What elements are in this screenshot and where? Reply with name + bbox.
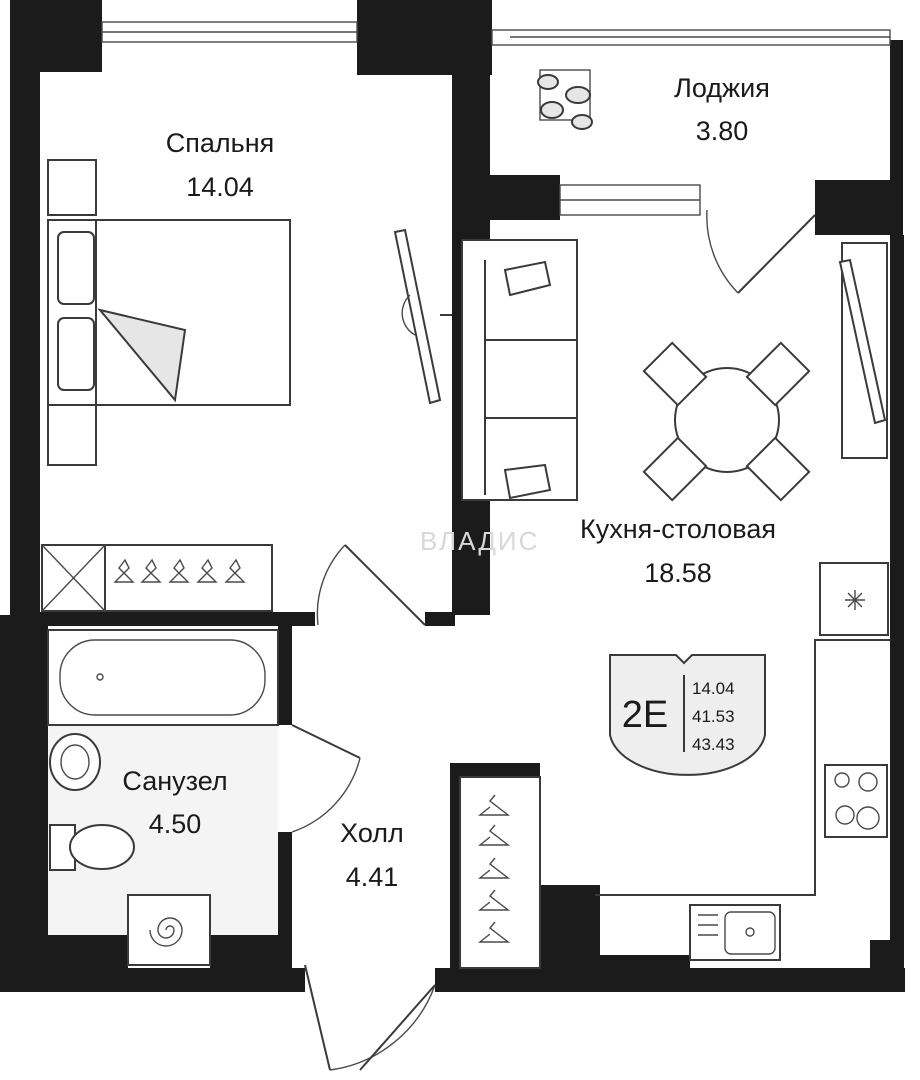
bedroom-tv bbox=[393, 228, 452, 405]
watermark: ВЛАДИС bbox=[420, 526, 539, 556]
apartment-code: 2E bbox=[622, 694, 668, 736]
sofa bbox=[461, 239, 578, 501]
washing-machine-icon bbox=[127, 894, 211, 966]
room-label-bedroom: Спальня 14.04 bbox=[166, 128, 275, 202]
hanger-icon bbox=[113, 558, 246, 583]
stove-icon bbox=[824, 764, 888, 838]
room-name: Санузел bbox=[122, 766, 227, 796]
kitchen-counter bbox=[595, 639, 890, 896]
plant-icon bbox=[537, 69, 593, 130]
toilet-icon bbox=[49, 824, 135, 871]
apartment-badge: 2E 14.04 41.53 43.43 bbox=[609, 654, 766, 776]
kitchen-tv bbox=[838, 242, 888, 459]
fridge bbox=[819, 562, 889, 636]
room-name: Лоджия bbox=[674, 73, 770, 103]
room-name: Кухня-столовая bbox=[580, 514, 776, 544]
washbasin-icon bbox=[49, 733, 101, 791]
windows bbox=[101, 21, 891, 216]
room-label-kitchen: Кухня-столовая 18.58 bbox=[580, 514, 776, 588]
hall-wardrobe bbox=[459, 776, 541, 969]
room-area: 4.41 bbox=[346, 862, 399, 892]
dining-table bbox=[642, 341, 811, 502]
bedroom-wardrobe bbox=[41, 544, 273, 612]
room-label-hall: Холл 4.41 bbox=[340, 818, 404, 892]
room-label-bathroom: Санузел 4.50 bbox=[122, 766, 227, 839]
room-area: 3.80 bbox=[696, 116, 749, 146]
bathtub-icon bbox=[47, 629, 279, 726]
room-name: Холл bbox=[340, 818, 404, 848]
bed bbox=[47, 159, 291, 466]
badge-value-area: 41.53 bbox=[692, 707, 735, 726]
room-label-loggia: Лоджия 3.80 bbox=[674, 73, 770, 146]
sink-icon bbox=[689, 904, 781, 961]
room-area: 4.50 bbox=[149, 809, 202, 839]
doors bbox=[291, 209, 816, 1071]
room-area: 18.58 bbox=[644, 558, 712, 588]
badge-value-living: 14.04 bbox=[692, 679, 735, 698]
room-name: Спальня bbox=[166, 128, 275, 158]
badge-value-total: 43.43 bbox=[692, 735, 735, 754]
room-area: 14.04 bbox=[186, 172, 254, 202]
